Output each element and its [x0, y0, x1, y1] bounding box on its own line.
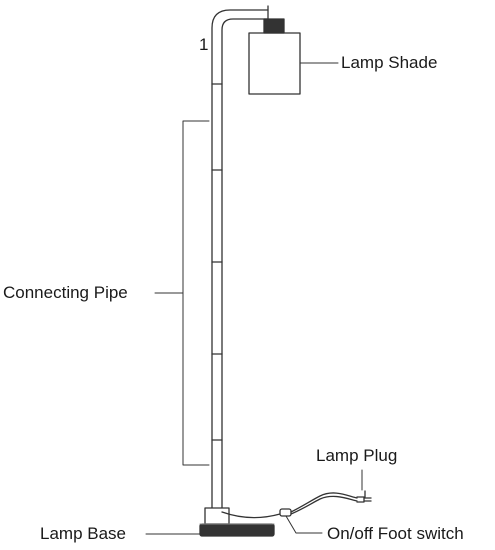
leader-lines — [145, 62, 363, 535]
lamp-base-drawing — [199, 507, 275, 537]
cord-drawing — [221, 490, 372, 519]
connecting-pipe-bracket — [154, 120, 210, 466]
part-number: 1 — [199, 35, 209, 54]
foot-switch-label: On/off Foot switch — [327, 524, 464, 543]
lamp-shade-label: Lamp Shade — [341, 53, 438, 72]
lamp-plug-label: Lamp Plug — [316, 446, 398, 465]
lamp-base-label: Lamp Base — [40, 524, 126, 543]
lamp-shade-drawing — [248, 5, 301, 95]
connecting-pipe-label: Connecting Pipe — [3, 283, 128, 302]
connecting-pipe-drawing — [211, 9, 269, 509]
